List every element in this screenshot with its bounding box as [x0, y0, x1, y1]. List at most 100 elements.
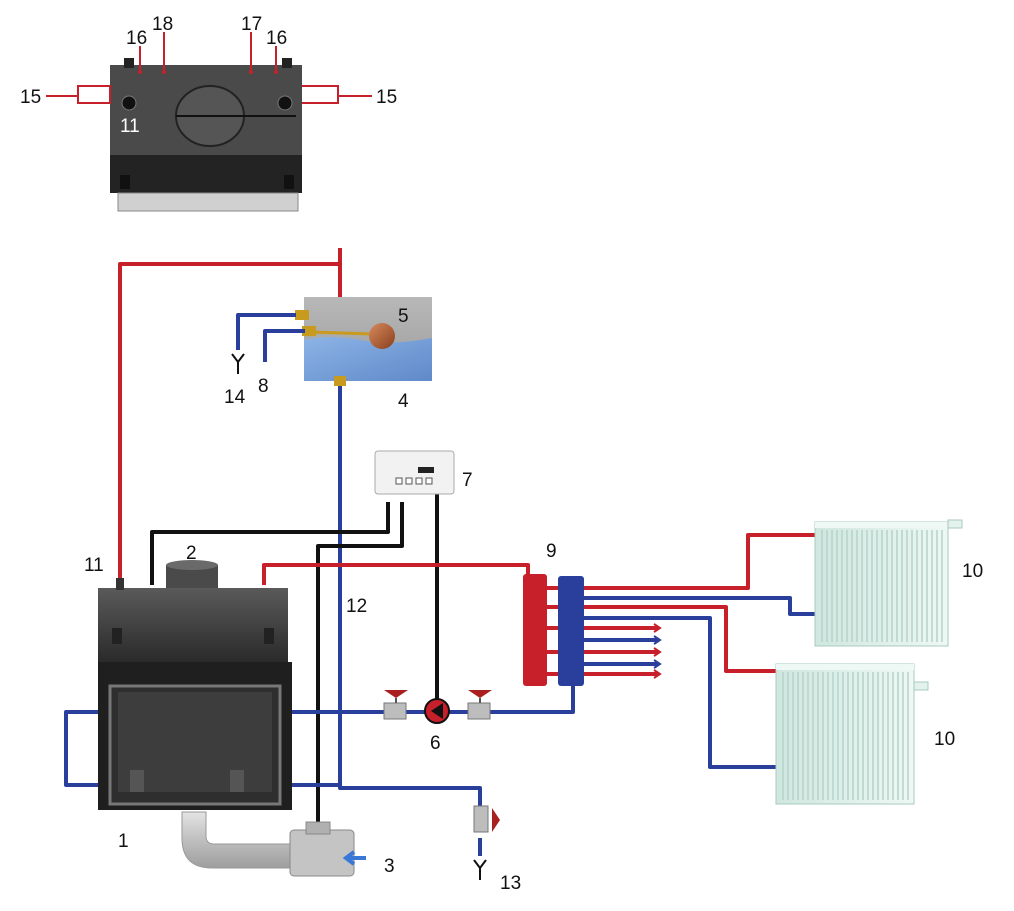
- supply-radiator-2: [540, 605, 776, 673]
- label-10-lower: 10: [934, 729, 955, 750]
- label-12: 12: [346, 596, 367, 617]
- top-view-port-right: [277, 95, 293, 111]
- label-11-top: 11: [120, 116, 140, 137]
- top-view-lower-band: [110, 155, 302, 193]
- supply-to-manifold-pipe: [262, 563, 530, 585]
- valve-icon: [492, 808, 500, 832]
- boiler-side-loop-pipe: [64, 710, 98, 787]
- pump-direction-arrow: [431, 703, 443, 719]
- duct-elbow: [181, 811, 297, 869]
- radiator-upper: [814, 519, 963, 647]
- tank-fitting-overflow: [295, 310, 309, 320]
- valve-body-right: [467, 702, 491, 720]
- label-13: 13: [500, 873, 521, 894]
- radiator-lower: [775, 663, 929, 805]
- controller-button: [425, 477, 433, 485]
- return-radiator-1: [572, 596, 815, 616]
- pump-group: [383, 690, 492, 724]
- label-1: 1: [118, 831, 129, 852]
- radiator-vent: [947, 519, 963, 529]
- arrow-icon: [653, 659, 662, 669]
- arrow-icon: [653, 635, 662, 645]
- top-view-base-plate: [117, 192, 299, 212]
- radiator-top-grille: [776, 664, 914, 670]
- float-arm: [309, 330, 373, 336]
- label-7: 7: [462, 470, 473, 491]
- circuit-arrows: [653, 623, 662, 679]
- labels: 16 18 17 16 15 15 11 5 4 14 8 7 11 2 12 …: [20, 14, 983, 894]
- label-9: 9: [546, 541, 557, 562]
- radiator-ribs: [782, 672, 909, 800]
- top-view-foot-left: [120, 175, 130, 189]
- label-2: 2: [186, 543, 197, 564]
- float-ball-icon: [369, 323, 395, 349]
- return-radiator-2: [572, 616, 776, 769]
- top-view-lug-right: [282, 58, 292, 68]
- tank-feed-pipe: [338, 386, 482, 818]
- manifold-return-bar: [558, 576, 584, 686]
- pipes: [64, 248, 815, 856]
- damper-actuator: [305, 821, 331, 835]
- label-15-left: 15: [20, 87, 41, 108]
- supply-radiator-1: [540, 533, 815, 590]
- air-flow-arrow-icon: [342, 850, 366, 866]
- label-10-upper: 10: [962, 561, 983, 582]
- flue-collar-top: [166, 560, 218, 570]
- makeup-pipe: [263, 329, 305, 362]
- expansion-tank: [295, 297, 432, 386]
- label-6: 6: [430, 733, 441, 754]
- radiator-vent: [913, 681, 929, 691]
- top-view-lug-left: [124, 58, 134, 68]
- grate-bar: [130, 770, 144, 792]
- leader-15-right: [302, 85, 372, 104]
- top-view-foot-right: [284, 175, 294, 189]
- drain-y-icon: [473, 859, 487, 880]
- drain-valve: [473, 805, 500, 833]
- valve-icon: [384, 690, 408, 698]
- tank-water: [304, 337, 432, 381]
- label-14: 14: [224, 387, 246, 408]
- controller-button: [405, 477, 413, 485]
- boiler-upper-casing: [98, 588, 288, 662]
- drain-valve-body: [473, 805, 489, 833]
- controller-display: [418, 467, 434, 473]
- drain-y-icon: [231, 353, 245, 374]
- label-4: 4: [398, 391, 409, 412]
- fireplace-boiler: [98, 560, 292, 810]
- arrow-icon: [653, 647, 662, 657]
- label-15-right: 15: [376, 87, 397, 108]
- damper-housing: [289, 829, 355, 877]
- controller-button: [415, 477, 423, 485]
- boiler-handle-right: [264, 628, 274, 644]
- radiator-ribs: [821, 530, 943, 642]
- tank-fitting-outlet: [334, 376, 346, 386]
- boiler-top-view: [46, 32, 372, 212]
- label-3: 3: [384, 856, 395, 877]
- label-16-right: 16: [266, 28, 287, 49]
- top-view-port-left: [121, 95, 137, 111]
- leader-15-left: [46, 85, 111, 104]
- controller-box: [374, 450, 455, 495]
- controller-button: [395, 477, 403, 485]
- tank-fitting-inlet: [302, 326, 316, 336]
- boiler-outlet-stub: [116, 578, 124, 590]
- valve-icon: [468, 690, 492, 698]
- overflow-pipe: [236, 313, 296, 350]
- hot-riser-pipe: [118, 262, 342, 585]
- grate-bar: [230, 770, 244, 792]
- boiler-handle-left: [112, 628, 122, 644]
- valve-body-left: [383, 702, 407, 720]
- label-11: 11: [84, 555, 104, 576]
- label-18: 18: [152, 14, 173, 35]
- label-8: 8: [258, 376, 269, 397]
- radiator-top-grille: [815, 522, 948, 528]
- damper-cable: [316, 502, 404, 822]
- manifold: [523, 574, 584, 686]
- label-17: 17: [241, 14, 262, 35]
- arrow-icon: [653, 669, 662, 679]
- air-intake-duct: [181, 811, 366, 877]
- arrow-icon: [653, 623, 662, 633]
- label-5: 5: [398, 306, 409, 327]
